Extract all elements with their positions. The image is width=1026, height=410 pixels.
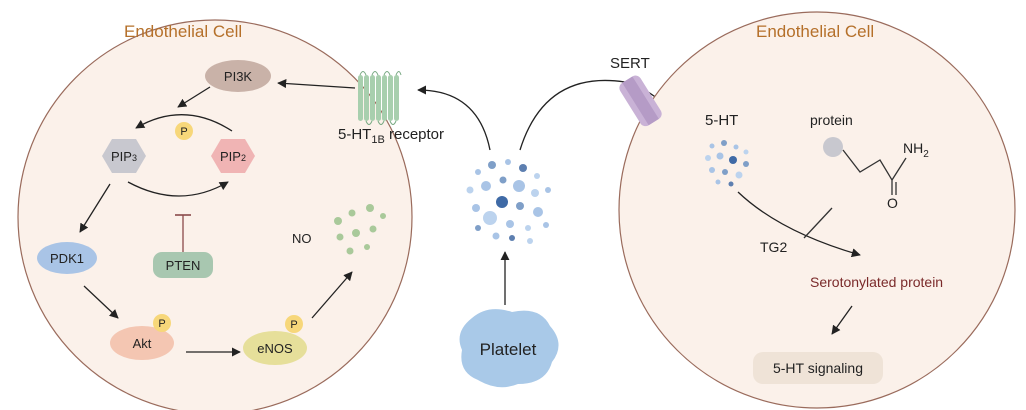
right-cell-title: Endothelial Cell: [756, 22, 874, 41]
enos-label: eNOS: [257, 341, 293, 356]
right-endothelial-cell: Endothelial Cell SERT 5-HT protein: [610, 11, 1016, 409]
arrow-serotonin-to-serotonylated: [737, 191, 861, 258]
left-endothelial-cell: Endothelial Cell PI3K PIP3 PIP2 P: [17, 19, 413, 410]
pten-label: PTEN: [166, 258, 201, 273]
serotonin-label: 5-HT: [705, 112, 738, 129]
akt-label: Akt: [133, 336, 152, 351]
pten-node: PTEN: [153, 252, 213, 278]
nh2-label: NH2: [903, 140, 929, 160]
pip2-label: PIP2: [220, 149, 246, 164]
svg-text:P: P: [158, 318, 165, 330]
platelet-body: [459, 309, 559, 388]
platelet: Platelet: [459, 309, 559, 388]
akt-node: Akt P: [110, 314, 174, 360]
arrow-serotonin-to-receptor: [417, 85, 491, 151]
arrow-pi3k-to-pip3: [177, 86, 211, 108]
svg-text:P: P: [290, 319, 297, 331]
akt-phosphate: [153, 314, 171, 332]
sert-label: SERT: [610, 55, 650, 72]
pip3-label: PIP3: [111, 149, 137, 164]
phosphate-badge: P: [175, 122, 193, 140]
pten-inhibition: [175, 214, 191, 252]
receptor-label: 5-HT1B receptor: [338, 126, 444, 146]
pdk1-label: PDK1: [50, 251, 84, 266]
serotonylated-protein-label: Serotonylated protein: [810, 274, 943, 290]
platelet-label: Platelet: [480, 340, 537, 359]
arrow-enos-to-no: [311, 271, 353, 319]
arrow-serotonylated-to-signaling: [831, 305, 853, 335]
protein-label: protein: [810, 112, 853, 128]
pdk1-node: PDK1: [37, 242, 97, 274]
arrow-receptor-to-pi3k: [277, 78, 356, 89]
intracellular-serotonin: [705, 140, 749, 187]
glutamine-side-chain: [842, 149, 893, 195]
svg-text:P: P: [180, 126, 187, 138]
arrow-pip2-to-pip3: [135, 114, 233, 132]
pi3k-node: PI3K: [205, 60, 271, 92]
oxygen-label: O: [887, 195, 898, 211]
pip2-node: PIP2: [211, 139, 255, 173]
serotonin-cloud: [466, 159, 551, 244]
pip3-node: PIP3: [102, 139, 146, 173]
no-molecules: [334, 204, 386, 255]
left-cell-title: Endothelial Cell: [124, 22, 242, 41]
pi3k-label: PI3K: [224, 69, 253, 84]
arrow-pip3-to-pdk1: [79, 183, 111, 233]
5ht1b-receptor: [358, 71, 402, 125]
right-cell-membrane: [618, 11, 1016, 409]
tg2-label: TG2: [760, 239, 787, 255]
arrow-pdk1-to-akt: [83, 285, 119, 319]
serotonin-signaling-box: 5-HT signaling: [753, 352, 883, 384]
sert-transporter: [619, 75, 662, 127]
serotonin-signaling-label: 5-HT signaling: [773, 360, 863, 376]
enos-node: eNOS P: [243, 315, 307, 365]
no-label: NO: [292, 231, 312, 246]
protein-contribution-line: [803, 207, 833, 239]
enos-phosphate: [285, 315, 303, 333]
protein-sphere: [823, 137, 843, 157]
arrow-pip3-to-pip2: [127, 181, 229, 197]
